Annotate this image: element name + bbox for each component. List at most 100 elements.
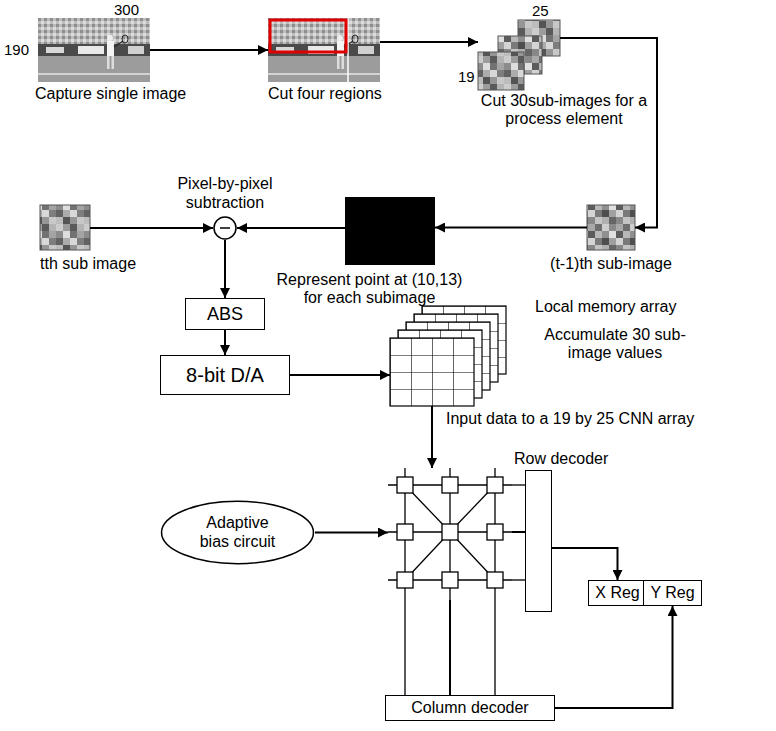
connector-arrow xyxy=(290,374,390,376)
tennis-photo xyxy=(38,18,150,82)
connector-arrow xyxy=(431,406,433,468)
photo-regions xyxy=(268,18,380,82)
connector-arrow xyxy=(512,531,525,533)
label-holder: 300 xyxy=(114,1,139,18)
cnn-cell xyxy=(487,524,503,540)
column-wire xyxy=(404,600,405,695)
caption-text: Accumulate 30 sub-image values xyxy=(535,326,695,363)
connector-arrow xyxy=(435,227,587,229)
caption-text: Local memory array xyxy=(535,298,676,316)
cnn-array xyxy=(388,468,512,600)
connector-arrow xyxy=(315,532,388,534)
dimension-label: 190 xyxy=(4,41,29,58)
connector-arrow xyxy=(90,227,213,229)
text-holder: (t-1)th sub-image xyxy=(550,255,672,273)
sub-image-tile xyxy=(478,52,524,90)
text-holder: Cut 30sub-images for a process element xyxy=(478,92,650,129)
text-holder: Y Reg xyxy=(650,584,694,602)
connector-arrow xyxy=(237,227,345,229)
edge-label-holder: Input data to a 19 by 25 CNN array xyxy=(444,410,696,428)
connector-arrow xyxy=(224,240,226,298)
sub-image-stack: Cut 30sub-images for a process element xyxy=(478,20,560,90)
photo-image: Capture single image xyxy=(38,18,150,82)
sample-block: Represent point at (10,13) for each subi… xyxy=(345,197,435,265)
text-holder: 8-bit D/A xyxy=(186,364,264,387)
text-holder: Adaptive bias circuit xyxy=(192,514,284,551)
photo-image: Cut four regions xyxy=(268,18,380,82)
sub-image: tth sub image xyxy=(40,205,90,250)
photo-capture xyxy=(38,18,150,82)
connector-arrow xyxy=(150,49,268,51)
text-holder: Column decoder xyxy=(411,699,528,717)
text-holder: Row decoder xyxy=(514,450,608,468)
caption-text: Row decoder xyxy=(514,450,608,468)
memory-grids xyxy=(390,306,506,406)
column-wire xyxy=(494,600,495,695)
minus-symbol xyxy=(220,227,230,229)
connector-arrow xyxy=(224,330,226,355)
cnn-cell xyxy=(442,572,458,588)
subtractor-circle: Pixel-by-pixel subtraction xyxy=(213,216,237,240)
decoder-box: Column decoder xyxy=(385,695,555,721)
caption-text: Pixel-by-pixel subtraction xyxy=(169,175,281,212)
node-text: X Reg xyxy=(595,584,639,602)
sub-image-tile xyxy=(40,205,90,250)
cnn-cell xyxy=(487,477,503,493)
sub-image-stack xyxy=(478,20,560,90)
region-box xyxy=(270,20,346,52)
memory-grid xyxy=(390,338,474,406)
register-box: X Reg xyxy=(588,580,647,606)
cnn-cell xyxy=(397,572,413,588)
text-holder: Cut four regions xyxy=(268,85,382,103)
caption-text: tth sub image xyxy=(40,255,136,273)
text-holder: Capture single image xyxy=(35,85,186,103)
text-holder: Represent point at (10,13) for each subi… xyxy=(272,271,467,308)
circle-outline xyxy=(213,216,237,240)
cnn-cell xyxy=(487,572,503,588)
register-box: Y Reg xyxy=(643,580,702,606)
cnn-cell xyxy=(397,524,413,540)
caption-text: Cut 30sub-images for a process element xyxy=(478,92,650,129)
dac-block: 8-bit D/A xyxy=(160,355,290,395)
ellipse-outline xyxy=(162,501,314,563)
edge-label: Input data to a 19 by 25 CNN array xyxy=(444,410,696,428)
text-holder: Accumulate 30 sub-image values xyxy=(535,326,695,363)
bias-ellipse: Adaptive bias circuit xyxy=(160,500,315,565)
memory-array: Local memory arrayAccumulate 30 sub-imag… xyxy=(390,306,506,406)
text-holder: Local memory array xyxy=(535,298,676,316)
connector-arrow xyxy=(449,600,451,695)
connector-arrow xyxy=(555,606,673,708)
row-decoder: Row decoder xyxy=(525,470,552,612)
caption-text: Capture single image xyxy=(35,85,186,103)
sub-image: (t-1)th sub-image xyxy=(587,205,635,250)
circle-outline xyxy=(214,217,236,239)
text-holder: ABS xyxy=(207,304,243,325)
cnn-cell xyxy=(442,477,458,493)
node-text: Y Reg xyxy=(650,584,694,602)
node-text: Adaptive bias circuit xyxy=(192,514,284,551)
dimension-label: 300 xyxy=(114,1,139,18)
row-wire xyxy=(512,484,525,485)
node-text: ABS xyxy=(207,304,243,325)
cnn-cell xyxy=(397,477,413,493)
connector-arrow xyxy=(552,548,618,580)
label-holder: 190 xyxy=(4,41,29,58)
caption-text: (t-1)th sub-image xyxy=(550,255,672,273)
dimension-label: 25 xyxy=(532,2,549,19)
dimension-label: 19 xyxy=(458,68,475,85)
caption-text: Represent point at (10,13) for each subi… xyxy=(272,271,467,308)
abs-block: ABS xyxy=(185,298,265,330)
node-text: Column decoder xyxy=(411,699,528,717)
cnn-grid xyxy=(388,468,525,695)
row-wire xyxy=(512,579,525,580)
text-holder: Pixel-by-pixel subtraction xyxy=(169,175,281,212)
label-holder: 25 xyxy=(532,2,549,19)
sub-image-tile xyxy=(587,205,635,250)
cnn-cell xyxy=(442,524,458,540)
connector-arrow xyxy=(380,41,478,43)
node-text: 8-bit D/A xyxy=(186,364,264,387)
connector-arrow xyxy=(560,38,657,228)
